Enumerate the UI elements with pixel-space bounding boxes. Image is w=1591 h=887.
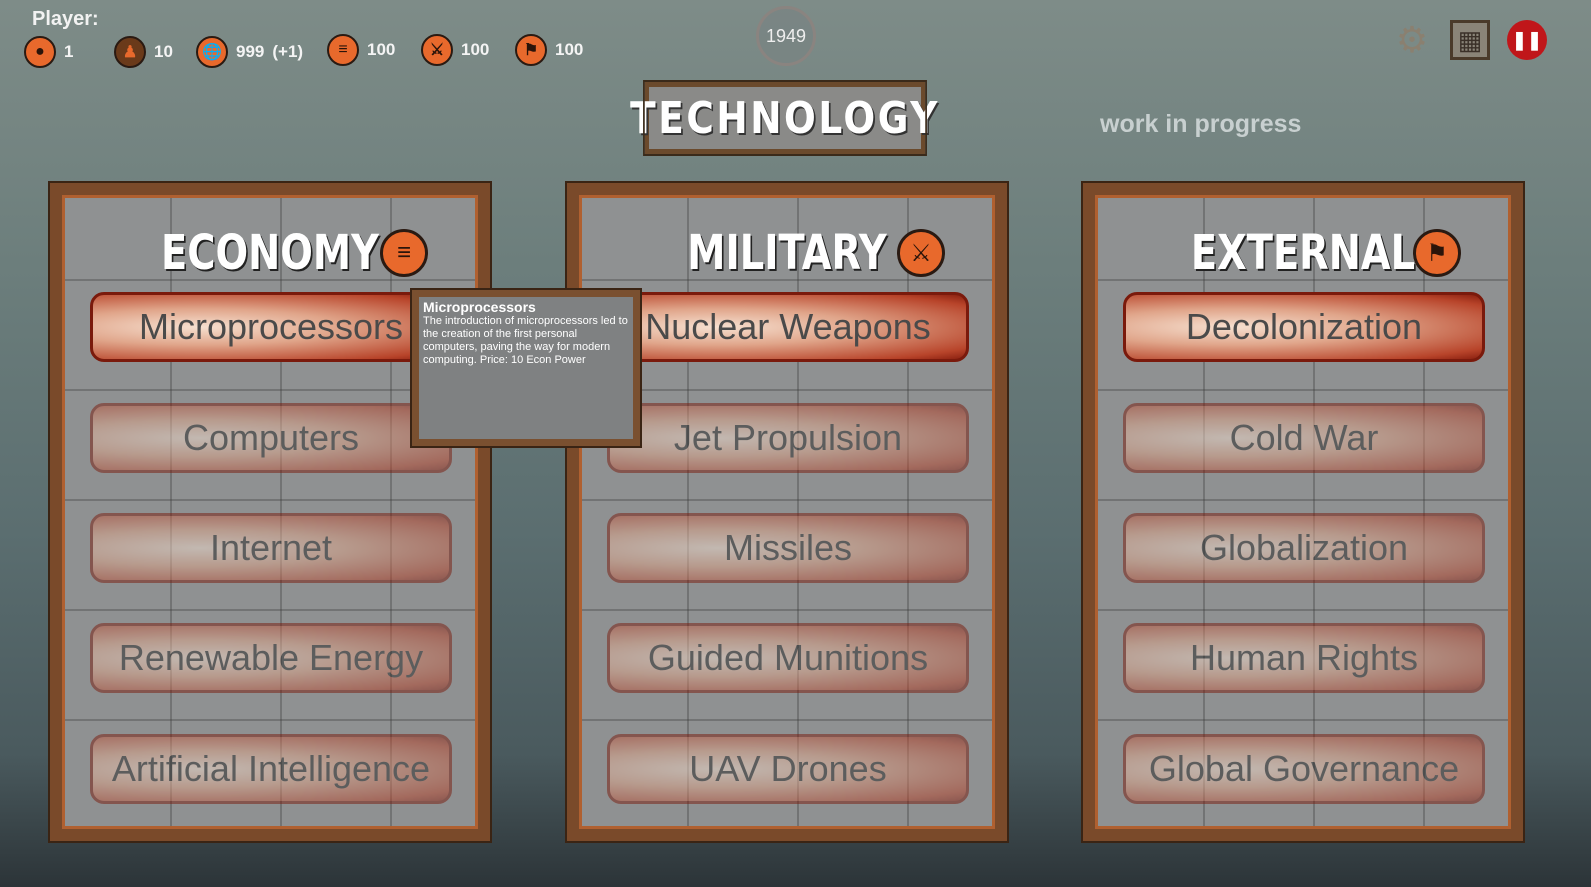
tech-button[interactable]: Renewable Energy (90, 623, 452, 693)
stat-value: 100 (367, 40, 396, 59)
shield-icon: ● (24, 36, 56, 68)
stat-value: 1 (64, 42, 74, 61)
stat-extra: (+1) (272, 42, 304, 61)
panel-external: EXTERNAL ⚑ Decolonization Cold War Globa… (1083, 183, 1523, 841)
year-display: 1949 (756, 6, 816, 66)
tech-button[interactable]: Decolonization (1123, 292, 1485, 362)
grid-icon: ▦ (1457, 24, 1483, 55)
pause-icon: ❚❚ (1511, 29, 1543, 50)
pawn-icon: ♟ (114, 36, 146, 68)
tooltip-title: Microprocessors (423, 299, 536, 315)
tech-button[interactable]: Global Governance (1123, 734, 1485, 804)
stat-value: 100 (555, 40, 584, 59)
coins-icon: ≡ (380, 229, 428, 277)
panel-title: ECONOMY (161, 225, 379, 281)
crossed-swords-icon: ⚔ (421, 34, 453, 66)
stat-pawn: ♟ 10 (114, 36, 173, 68)
panel-title: EXTERNAL (1190, 225, 1416, 281)
settings-button[interactable]: ⚙ (1392, 19, 1432, 60)
tech-button[interactable]: Globalization (1123, 513, 1485, 583)
stat-external: ⚑ 100 (515, 34, 583, 66)
status-note: work in progress (1100, 110, 1302, 138)
crossed-swords-icon: ⚔ (897, 229, 945, 277)
tech-button[interactable]: Computers (90, 403, 452, 473)
tech-button[interactable]: Guided Munitions (607, 623, 969, 693)
tech-button[interactable]: UAV Drones (607, 734, 969, 804)
gear-icon: ⚙ (1395, 19, 1429, 60)
stat-value: 10 (154, 42, 173, 61)
tech-button[interactable]: Jet Propulsion (607, 403, 969, 473)
stat-shield: ●1 (24, 36, 73, 68)
tech-button[interactable]: Microprocessors (90, 292, 452, 362)
tech-button[interactable]: Cold War (1123, 403, 1485, 473)
stat-globe: 🌐 999 (+1) (196, 36, 303, 68)
crossed-flags-icon: ⚑ (515, 34, 547, 66)
tech-button[interactable]: Artificial Intelligence (90, 734, 452, 804)
stat-military: ⚔ 100 (421, 34, 489, 66)
stat-coins: ≡ 100 (327, 34, 395, 66)
tooltip-text: The introduction of microprocessors led … (423, 315, 628, 366)
stat-value: 100 (461, 40, 490, 59)
crossed-flags-icon: ⚑ (1413, 229, 1461, 277)
tech-button[interactable]: Missiles (607, 513, 969, 583)
pause-button[interactable]: ❚❚ (1507, 20, 1547, 60)
tech-button[interactable]: Internet (90, 513, 452, 583)
coins-icon: ≡ (327, 34, 359, 66)
panel-economy: ECONOMY ≡ Microprocessors Computers Inte… (50, 183, 490, 841)
globe-icon: 🌐 (196, 36, 228, 68)
tech-button[interactable]: Human Rights (1123, 623, 1485, 693)
map-grid-button[interactable]: ▦ (1450, 20, 1490, 60)
stat-value: 999 (236, 42, 265, 61)
tech-button[interactable]: Nuclear Weapons (607, 292, 969, 362)
page-title: TECHNOLOGY (630, 80, 937, 156)
panel-military: MILITARY ⚔ Nuclear Weapons Jet Propulsio… (567, 183, 1007, 841)
tech-tooltip: Microprocessors The introduction of micr… (410, 288, 642, 448)
panel-title: MILITARY (687, 225, 887, 281)
player-label: Player: (32, 8, 99, 30)
